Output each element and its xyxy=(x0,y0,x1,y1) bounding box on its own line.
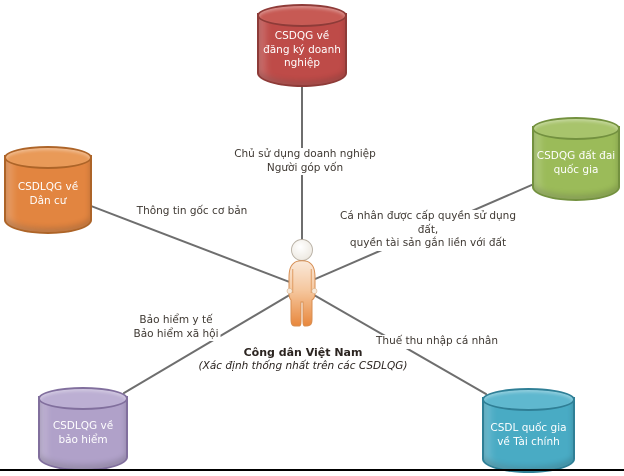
db-node-label: CSDL quốc gia về Tài chính xyxy=(490,421,567,448)
edge-insurance-citizen xyxy=(123,289,299,394)
db-node-insurance: CSDLQG về bảo hiểm xyxy=(38,387,128,471)
db-node-population: CSDLQG về Dân cư xyxy=(4,146,92,234)
page-bottom-rule xyxy=(0,469,624,471)
cylinder-body xyxy=(482,397,575,473)
db-node-finance: CSDL quốc gia về Tài chính xyxy=(482,388,575,473)
cylinder-lid xyxy=(4,146,92,169)
person-arm-lines xyxy=(292,269,312,293)
edge-population-citizen xyxy=(90,205,301,287)
edge-label-land: Cá nhân được cấp quyền sử dụng đất, quyề… xyxy=(330,210,526,251)
person-hand-left xyxy=(286,288,293,294)
person-hand-right xyxy=(311,288,318,294)
db-node-label: CSDQG đất đai quốc gia xyxy=(536,150,616,176)
cylinder-lid xyxy=(532,117,620,140)
db-node-label: CSDLQG về Dân cư xyxy=(17,181,79,207)
cylinder-lid xyxy=(482,388,575,411)
center-title: Công dân Việt Nam xyxy=(243,346,363,359)
person-head xyxy=(291,239,313,261)
edge-label-insurance: Bảo hiểm y tế Bảo hiểm xã hội xyxy=(131,314,221,342)
db-node-label: CSDLQG về bảo hiểm xyxy=(52,420,114,446)
edge-label-finance: Thuế thu nhập cá nhân xyxy=(374,335,500,349)
edge-label-population: Thông tin gốc cơ bản xyxy=(134,205,250,219)
edge-label-business: Chủ sử dụng doanh nghiệp Người góp vốn xyxy=(232,148,378,176)
cylinder-lid xyxy=(38,387,128,410)
center-subtitle: (Xác định thống nhất trên các CSDLQG) xyxy=(198,360,408,372)
db-node-land: CSDQG đất đai quốc gia xyxy=(532,117,620,201)
db-node-business-registration: CSDQG về đăng ký doanh nghiệp xyxy=(257,4,347,87)
cylinder-lid xyxy=(257,4,347,27)
center-caption: Công dân Việt Nam (Xác định thống nhất t… xyxy=(199,346,408,372)
person-body xyxy=(288,260,316,327)
db-node-label: CSDQG về đăng ký doanh nghiệp xyxy=(263,30,341,70)
person-icon xyxy=(286,239,318,327)
